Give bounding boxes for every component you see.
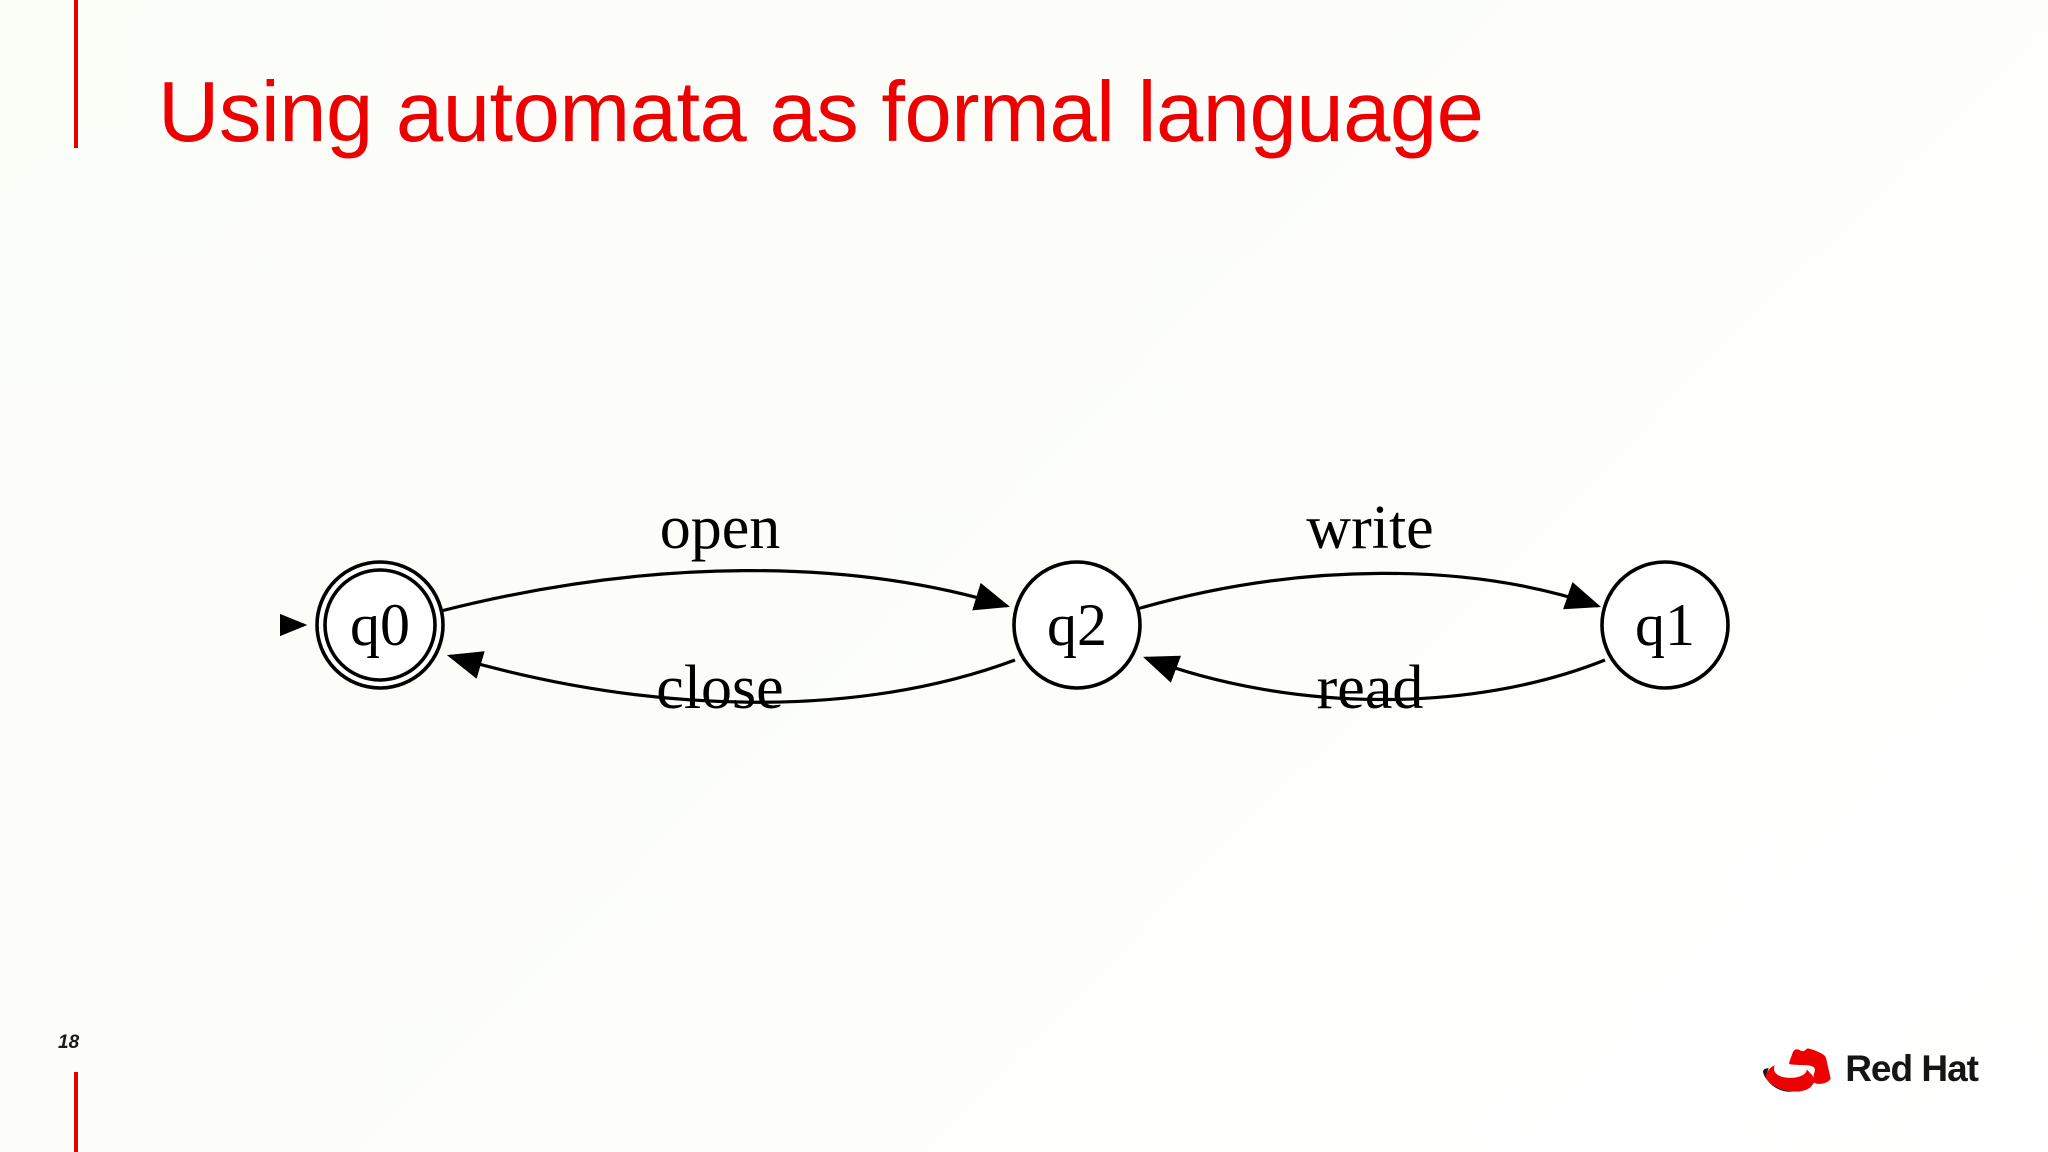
transition-q1-q2-read: [1143, 655, 1606, 702]
state-q1[interactable]: q1: [1600, 560, 1730, 690]
page-title: Using automata as formal language: [158, 65, 1484, 160]
redhat-hat-icon: [1763, 1048, 1831, 1092]
state-q1-label: q1: [1635, 592, 1695, 658]
transition-q2-q1-write: [1136, 571, 1602, 611]
redhat-logo: Red Hat: [1757, 1040, 1979, 1096]
edge-label-read: read: [1317, 654, 1424, 722]
redhat-wordmark: Red Hat: [1845, 1047, 1979, 1089]
edge-label-write: write: [1306, 494, 1433, 562]
state-q2-label: q2: [1047, 592, 1107, 658]
accent-bar-top: [74, 0, 78, 148]
state-q0[interactable]: q0: [315, 560, 445, 690]
automaton-diagram: q0 q2 q1 open close write read: [280, 480, 1780, 780]
transition-q2-q0-close: [446, 651, 1016, 704]
edge-label-close: close: [656, 654, 783, 722]
edge-label-open: open: [660, 494, 781, 562]
accent-bar-bottom: [74, 1072, 78, 1152]
state-q0-label: q0: [350, 592, 410, 658]
automaton-svg: q0 q2 q1 open close write read: [280, 494, 1730, 722]
transition-q0-q2-open: [440, 569, 1011, 613]
state-q2[interactable]: q2: [1012, 560, 1142, 690]
page-number: 18: [58, 1032, 80, 1053]
